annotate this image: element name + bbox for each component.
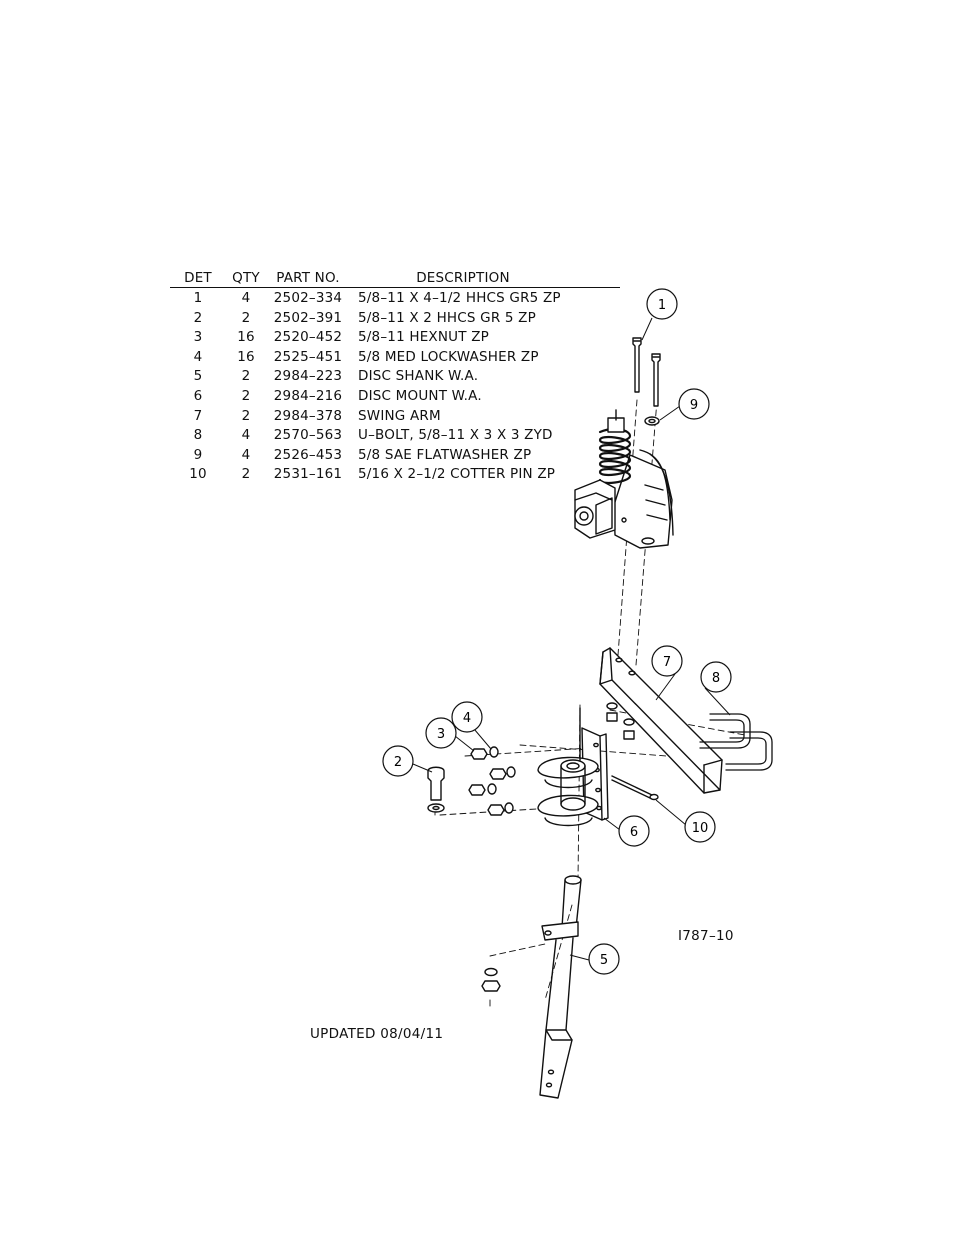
svg-text:5: 5 bbox=[600, 953, 608, 968]
callout-10: 10 bbox=[684, 811, 716, 843]
callout-2: 2 bbox=[382, 745, 414, 777]
header-description: DESCRIPTION bbox=[416, 270, 510, 286]
flatwasher-part-9 bbox=[644, 416, 660, 426]
cell-det: 9 bbox=[193, 446, 203, 463]
svg-text:9: 9 bbox=[690, 398, 698, 413]
cell-qty: 16 bbox=[237, 348, 255, 365]
updated-date: UPDATED 08/04/11 bbox=[310, 1026, 444, 1042]
cell-det: 2 bbox=[193, 309, 203, 326]
cell-part-no: 2984–216 bbox=[273, 387, 343, 404]
cell-description: 5/8 SAE FLATWASHER ZP bbox=[358, 446, 532, 463]
callout-9: 9 bbox=[678, 388, 710, 420]
cell-part-no: 2984–378 bbox=[273, 407, 343, 424]
cell-det: 3 bbox=[193, 329, 203, 346]
table-row: 2 2 2502–391 5/8–11 X 2 HHCS GR 5 ZP bbox=[170, 308, 620, 328]
cell-qty: 4 bbox=[241, 290, 251, 306]
cell-qty: 2 bbox=[241, 407, 251, 424]
table-row: 10 2 2531–161 5/16 X 2–1/2 COTTER PIN ZP bbox=[170, 464, 620, 484]
cell-qty: 16 bbox=[237, 329, 255, 346]
callout-1: 1 bbox=[646, 288, 678, 320]
svg-text:7: 7 bbox=[663, 655, 671, 670]
cell-qty: 2 bbox=[241, 466, 251, 483]
callout-6: 6 bbox=[618, 815, 650, 847]
hexnuts-lockwashers-upper bbox=[606, 702, 635, 740]
callout-bubbles: 1 9 7 8 4 3 2 bbox=[382, 288, 732, 975]
table-row: 1 4 2502–334 5/8–11 X 4–1/2 HHCS GR5 ZP bbox=[170, 288, 620, 308]
table-row: 9 4 2526–453 5/8 SAE FLATWASHER ZP bbox=[170, 445, 620, 465]
cell-det: 10 bbox=[189, 466, 207, 483]
parts-table: DET QTY PART NO. DESCRIPTION 1 4 2502–33… bbox=[170, 268, 620, 484]
callout-7: 7 bbox=[651, 645, 683, 677]
cell-description: SWING ARM bbox=[358, 407, 441, 424]
hhcs-bolts-part-1 bbox=[632, 337, 661, 407]
table-row: 7 2 2984–378 SWING ARM bbox=[170, 406, 620, 426]
cell-description: 5/8–11 X 4–1/2 HHCS GR5 ZP bbox=[358, 290, 561, 306]
cell-det: 8 bbox=[193, 427, 203, 444]
cell-description: DISC SHANK W.A. bbox=[358, 368, 479, 385]
parts-table-header: DET QTY PART NO. DESCRIPTION bbox=[170, 268, 620, 288]
cell-qty: 2 bbox=[241, 387, 251, 404]
drawing-number: I787–10 bbox=[678, 928, 734, 944]
cell-det: 6 bbox=[193, 387, 203, 404]
callout-4: 4 bbox=[451, 701, 483, 733]
cell-part-no: 2570–563 bbox=[273, 427, 343, 444]
svg-text:6: 6 bbox=[630, 825, 638, 840]
cell-part-no: 2502–334 bbox=[273, 290, 343, 306]
cell-description: 5/8–11 X 2 HHCS GR 5 ZP bbox=[358, 309, 536, 326]
cell-qty: 4 bbox=[241, 446, 251, 463]
header-det: DET bbox=[184, 270, 212, 286]
svg-text:3: 3 bbox=[437, 727, 445, 742]
hexnut-lockwasher-lower bbox=[481, 967, 501, 992]
disc-shank-part-5 bbox=[539, 875, 582, 1099]
hexnuts-lockwashers-left bbox=[468, 746, 516, 816]
cell-det: 7 bbox=[193, 407, 203, 424]
table-row: 3 16 2520–452 5/8–11 HEXNUT ZP bbox=[170, 327, 620, 347]
header-part-no: PART NO. bbox=[276, 270, 340, 286]
u-bolts-part-8 bbox=[699, 713, 773, 771]
hhcs-bolt-part-2 bbox=[427, 766, 445, 813]
svg-text:2: 2 bbox=[394, 755, 402, 770]
cell-part-no: 2525–451 bbox=[273, 348, 343, 365]
callout-3: 3 bbox=[425, 717, 457, 749]
cell-det: 4 bbox=[193, 348, 203, 365]
callout-leaders bbox=[412, 317, 731, 961]
disc-mount-part-6 bbox=[537, 707, 609, 827]
cell-qty: 2 bbox=[241, 309, 251, 326]
callout-5: 5 bbox=[588, 943, 620, 975]
cell-part-no: 2520–452 bbox=[273, 329, 343, 346]
cell-qty: 2 bbox=[241, 368, 251, 385]
cell-det: 1 bbox=[193, 290, 203, 306]
table-row: 5 2 2984–223 DISC SHANK W.A. bbox=[170, 366, 620, 386]
cell-qty: 4 bbox=[241, 427, 251, 444]
svg-text:10: 10 bbox=[692, 821, 709, 836]
parts-table-body: 1 4 2502–334 5/8–11 X 4–1/2 HHCS GR5 ZP … bbox=[170, 288, 620, 484]
svg-text:4: 4 bbox=[463, 711, 471, 726]
cell-description: 5/16 X 2–1/2 COTTER PIN ZP bbox=[358, 466, 556, 483]
table-row: 8 4 2570–563 U–BOLT, 5/8–11 X 3 X 3 ZYD bbox=[170, 425, 620, 445]
spring-mount-assembly bbox=[574, 409, 674, 549]
cell-part-no: 2526–453 bbox=[273, 446, 343, 463]
cell-description: 5/8–11 HEXNUT ZP bbox=[358, 329, 489, 346]
cell-description: U–BOLT, 5/8–11 X 3 X 3 ZYD bbox=[358, 427, 553, 444]
cell-det: 5 bbox=[193, 368, 203, 385]
svg-text:1: 1 bbox=[658, 298, 666, 313]
cell-description: DISC MOUNT W.A. bbox=[358, 387, 482, 404]
cell-part-no: 2984–223 bbox=[273, 368, 343, 385]
svg-text:8: 8 bbox=[712, 671, 720, 686]
swing-arm-part-7 bbox=[599, 647, 723, 794]
cotter-pin-part-10 bbox=[611, 775, 659, 801]
cell-part-no: 2502–391 bbox=[273, 309, 343, 326]
cell-part-no: 2531–161 bbox=[273, 466, 343, 483]
flatwasher-hole bbox=[648, 418, 656, 424]
header-qty: QTY bbox=[232, 270, 260, 286]
cell-description: 5/8 MED LOCKWASHER ZP bbox=[358, 348, 539, 365]
table-row: 6 2 2984–216 DISC MOUNT W.A. bbox=[170, 386, 620, 406]
table-row: 4 16 2525–451 5/8 MED LOCKWASHER ZP bbox=[170, 347, 620, 367]
callout-8: 8 bbox=[700, 661, 732, 693]
